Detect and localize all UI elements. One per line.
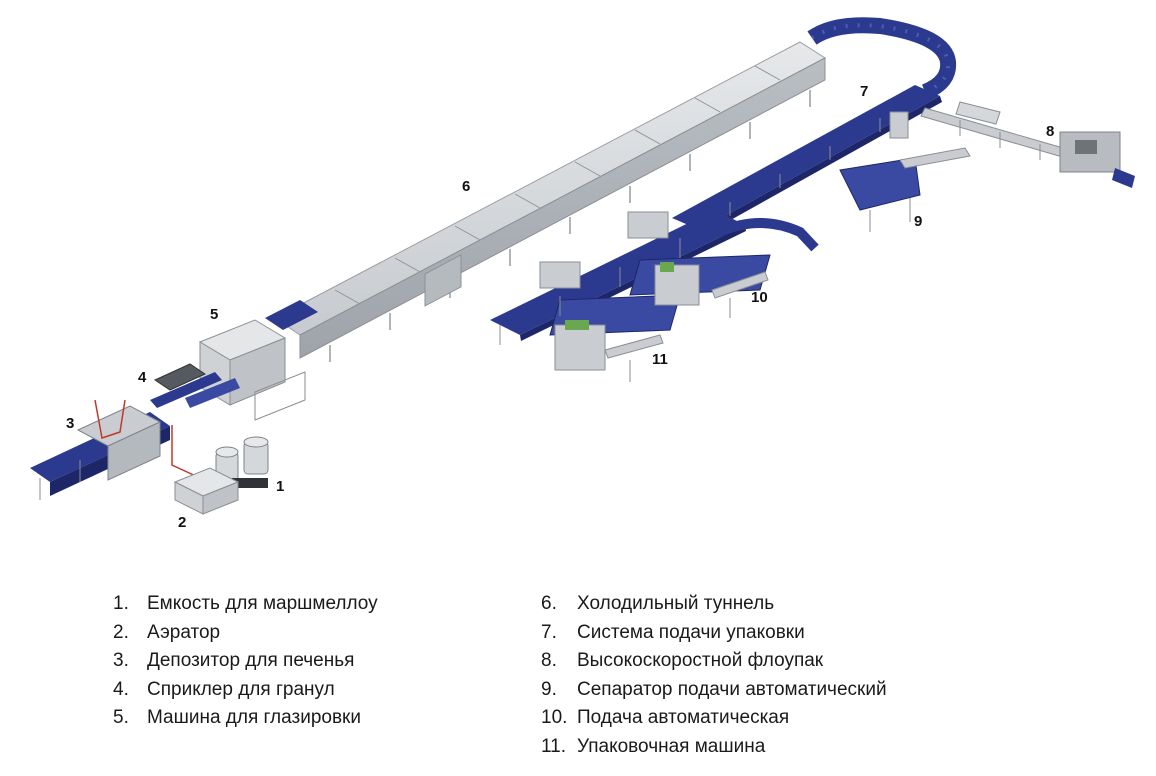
legend-item: 3. Депозитор для печенья: [113, 647, 378, 676]
callout-5: 5: [210, 306, 219, 323]
legend-item: 10. Подача автоматическая: [541, 704, 887, 733]
auto-feeding: [654, 262, 769, 318]
callout-11: 11: [652, 351, 668, 368]
callout-7: 7: [860, 83, 869, 100]
legend-text: Емкость для маршмеллоу: [147, 593, 378, 614]
sprinkler: [150, 363, 240, 408]
legend-right-column: 6. Холодильный туннель 7. Система подачи у…: [541, 590, 887, 761]
legend-text: Машина для глазировки: [147, 707, 361, 728]
legend-item: 2. Аэратор: [113, 619, 378, 648]
aerator: [173, 467, 240, 515]
callout-2: 2: [178, 514, 187, 531]
legend-item: 8. Высокоскоростной флоупак: [541, 647, 887, 676]
legend-number: 6.: [541, 593, 557, 614]
legend-text: Сприклер для гранул: [147, 678, 335, 700]
callout-4: 4: [138, 369, 147, 386]
legend-number: 11.: [541, 735, 567, 757]
legend-item: 7. Система подачи упаковки: [541, 619, 887, 648]
legend-item: 11. Упаковочная машина: [541, 733, 887, 762]
legend-item: 9. Сепаратор подачи автоматический: [541, 676, 887, 705]
legend-text: Аэратор: [147, 621, 221, 643]
legend-number: 2.: [113, 621, 129, 643]
legend-text: Система подачи упаковки: [577, 621, 805, 643]
separator: [839, 147, 971, 232]
legend-text: Упаковочная машина: [577, 735, 766, 757]
feeding-conveyor: [672, 85, 942, 236]
legend-text: Подача автоматическая: [577, 707, 790, 728]
top-curve-conveyor: [807, 17, 957, 100]
tunnel-segments: [334, 65, 781, 305]
legend-item: 4. Сприклер для гранул: [113, 676, 378, 705]
legend-number: 5.: [113, 707, 129, 728]
legend-text: Высокоскоростной флоупак: [577, 650, 824, 671]
legend-text: Депозитор для печенья: [147, 650, 355, 671]
flowpack-line: [920, 101, 1135, 188]
legend-number: 4.: [113, 678, 129, 700]
legend-number: 9.: [541, 678, 557, 700]
legend-text: Холодильный туннель: [577, 593, 775, 614]
legend-item: 5. Машина для глазировки: [113, 704, 378, 733]
callout-6: 6: [462, 178, 471, 195]
legend-number: 3.: [113, 650, 129, 671]
production-line-diagram: [30, 17, 1135, 515]
lower-conveyor: [490, 210, 819, 345]
packing-machine: [554, 320, 664, 382]
legend-number: 1.: [113, 593, 129, 614]
legend-number: 8.: [541, 650, 557, 671]
depositor: [30, 399, 201, 500]
callout-3: 3: [66, 415, 75, 432]
legend-text: Сепаратор подачи автоматический: [577, 678, 887, 700]
tunnel-legs: [329, 90, 811, 362]
callout-10: 10: [751, 289, 768, 306]
legend-number: 7.: [541, 621, 557, 643]
legend-item: 1. Емкость для маршмеллоу: [113, 590, 378, 619]
callout-9: 9: [914, 213, 923, 230]
tunnel-unit: [424, 254, 462, 307]
legend-left-column: 1. Емкость для маршмеллоу 2. Аэратор 3. Деп…: [113, 590, 378, 733]
legend-item: 6. Холодильный туннель: [541, 590, 887, 619]
legend-number: 10.: [541, 707, 568, 728]
callout-8: 8: [1046, 123, 1055, 140]
callout-1: 1: [276, 478, 285, 495]
cooling-tunnel: [274, 41, 826, 362]
